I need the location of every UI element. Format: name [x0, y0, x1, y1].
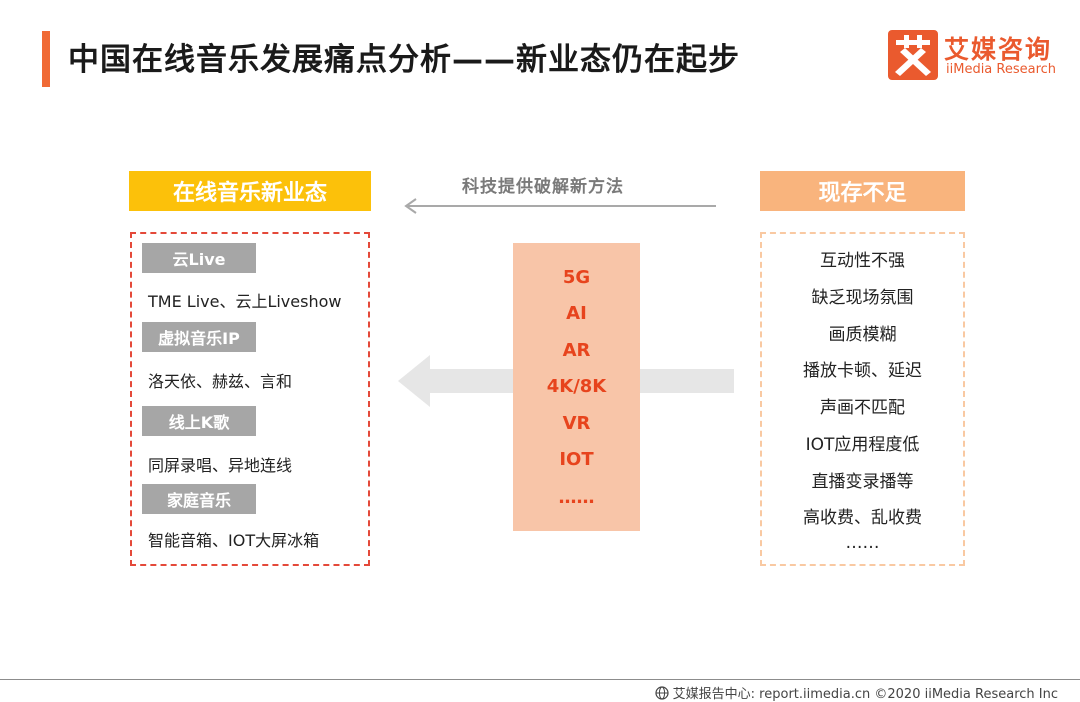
- title-accent-bar: [42, 31, 50, 87]
- tech-item: VR: [562, 413, 591, 434]
- shortcoming-item: 播放卡顿、延迟: [803, 361, 922, 381]
- shortcoming-item: ……: [845, 533, 880, 553]
- tech-item: IOT: [559, 449, 594, 470]
- category-desc: 智能音箱、IOT大屏冰箱: [148, 531, 320, 550]
- globe-icon: [655, 685, 669, 700]
- page-title: 中国在线音乐发展痛点分析——新业态仍在起步: [68, 42, 740, 78]
- arrow-left-icon: [404, 198, 716, 214]
- shortcoming-item: 直播变录播等: [811, 472, 914, 492]
- category-label: 云Live: [142, 243, 256, 273]
- logo-mark-icon: [888, 30, 938, 80]
- category-label: 家庭音乐: [142, 484, 256, 514]
- category-desc: 洛天依、赫兹、言和: [148, 372, 293, 391]
- tech-item: 4K/8K: [546, 376, 607, 397]
- shortcoming-item: IOT应用程度低: [805, 435, 920, 455]
- category-label: 虚拟音乐IP: [142, 322, 256, 352]
- logo-en-text: iiMedia Research: [946, 62, 1057, 77]
- shortcoming-item: 画质模糊: [828, 325, 897, 345]
- left-frame: [130, 232, 370, 566]
- logo-cn-text: 艾媒咨询: [944, 35, 1053, 64]
- category-label: 线上K歌: [142, 406, 256, 436]
- footer: 艾媒报告中心: report.iimedia.cn ©2020 iiMedia …: [655, 683, 1058, 702]
- shortcoming-item: 缺乏现场氛围: [811, 288, 914, 308]
- logo: 艾媒咨询 iiMedia Research: [888, 30, 1068, 86]
- tech-item: AI: [566, 303, 587, 324]
- left-header: 在线音乐新业态: [129, 171, 371, 211]
- right-header: 现存不足: [760, 171, 965, 211]
- footer-divider: [0, 679, 1080, 680]
- right-frame: [760, 232, 965, 566]
- footer-text: 艾媒报告中心: report.iimedia.cn ©2020 iiMedia …: [672, 687, 1058, 702]
- tech-item: 5G: [562, 267, 591, 288]
- tech-item: AR: [562, 340, 591, 361]
- shortcoming-item: 互动性不强: [820, 251, 905, 271]
- shortcoming-item: 高收费、乱收费: [803, 508, 922, 528]
- tech-label: 科技提供破解新方法: [462, 177, 624, 197]
- tech-column: 5G AI AR 4K/8K VR IOT ……: [513, 243, 640, 531]
- category-desc: 同屏录唱、异地连线: [148, 456, 293, 475]
- tech-item: ……: [558, 487, 595, 508]
- category-desc: TME Live、云上Liveshow: [148, 292, 342, 311]
- shortcoming-item: 声画不匹配: [820, 398, 905, 418]
